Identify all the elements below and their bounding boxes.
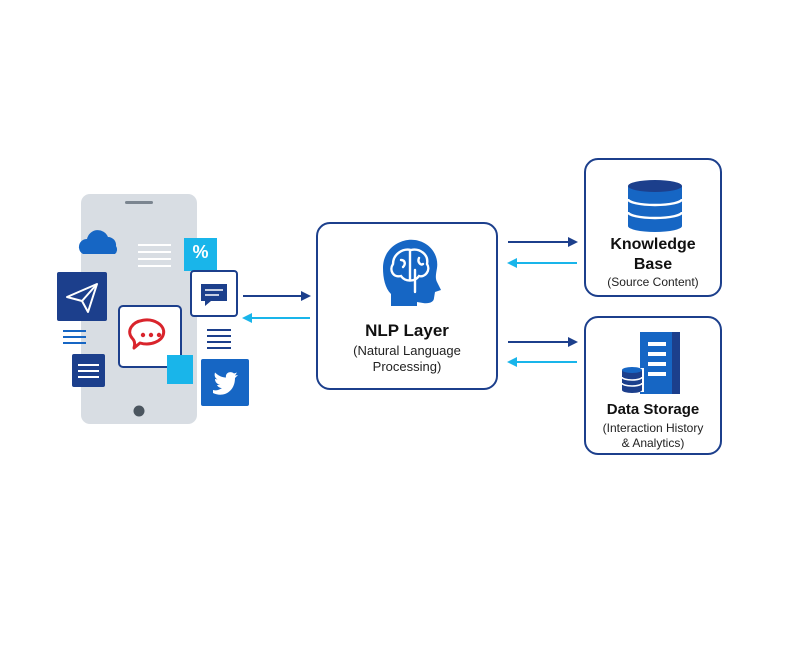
knowledge-title-line2: Base: [633, 256, 673, 273]
accent-square: [167, 355, 193, 384]
knowledge-base-box: Knowledge Base (Source Content): [584, 158, 722, 297]
data-storage-box: Data Storage (Interaction History & Anal…: [584, 316, 722, 455]
message-icon: [190, 270, 238, 317]
document-icon: [72, 354, 105, 387]
percent-icon: [184, 238, 217, 271]
twitter-icon: [201, 359, 249, 406]
brain-head-icon: [383, 239, 441, 306]
nlp-subtitle-line2: Processing): [372, 359, 442, 374]
storage-subtitle-line1: (Interaction History: [602, 421, 704, 435]
knowledge-subtitle: (Source Content): [607, 275, 699, 289]
storage-title: Data Storage: [606, 401, 700, 418]
server-database-icon: [620, 332, 680, 394]
percent-label: %: [192, 242, 209, 262]
knowledge-title-line1: Knowledge: [610, 236, 696, 253]
nlp-subtitle-line1: (Natural Language: [353, 343, 461, 358]
nlp-title: NLP Layer: [365, 321, 449, 340]
database-icon: [626, 180, 684, 232]
menu-lines-icon: [207, 329, 231, 349]
list-lines-icon: [63, 330, 86, 344]
paper-plane-icon: [57, 272, 107, 321]
storage-subtitle-line2: & Analytics): [621, 436, 685, 450]
nlp-layer-box: NLP Layer (Natural Language Processing): [316, 222, 498, 390]
text-lines-icon: [138, 244, 171, 267]
cloud-icon: [78, 230, 118, 254]
chat-app-icon: [118, 305, 182, 368]
